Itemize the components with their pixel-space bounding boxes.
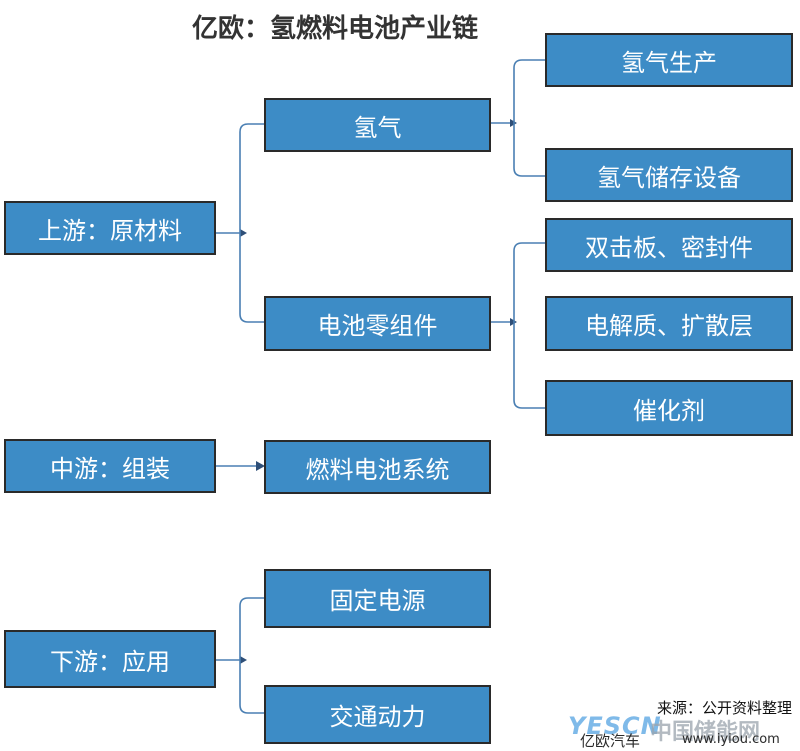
connector-hydrogen-branch xyxy=(513,59,545,177)
arrow-upstream xyxy=(240,229,247,237)
arrow-midstream xyxy=(256,461,265,471)
node-downstream[interactable]: 下游：应用 xyxy=(4,630,216,688)
node-transport-power[interactable]: 交通动力 xyxy=(264,685,491,744)
connector-upstream-branch xyxy=(239,123,264,323)
node-hydrogen-storage[interactable]: 氢气储存设备 xyxy=(545,148,793,202)
diagram-title: 亿欧：氢燃料电池产业链 xyxy=(191,14,478,44)
source-note: 来源：公开资料整理 xyxy=(656,699,792,717)
watermark-brand-sub: 亿欧汽车 xyxy=(580,732,641,750)
watermark-brand-en: YESCN xyxy=(568,712,662,740)
connector-battery-branch xyxy=(513,242,545,409)
watermark-url: www.iyiou.com xyxy=(682,732,780,747)
watermark-brand-cn: 中国储能网 xyxy=(650,720,761,745)
node-hydrogen-production[interactable]: 氢气生产 xyxy=(545,33,793,87)
node-stationary-power[interactable]: 固定电源 xyxy=(264,569,491,628)
node-upstream[interactable]: 上游：原材料 xyxy=(4,201,216,255)
node-catalyst[interactable]: 催化剂 xyxy=(545,380,793,436)
arrow-downstream xyxy=(240,656,247,664)
node-electrolyte-diffusion[interactable]: 电解质、扩散层 xyxy=(545,296,793,351)
node-fuel-cell-system[interactable]: 燃料电池系统 xyxy=(264,440,491,494)
node-midstream[interactable]: 中游：组装 xyxy=(4,439,216,493)
node-battery-components[interactable]: 电池零组件 xyxy=(264,296,491,351)
node-bipolar-plate-seal[interactable]: 双击板、密封件 xyxy=(545,218,793,272)
node-hydrogen[interactable]: 氢气 xyxy=(264,98,491,152)
connector-downstream-branch xyxy=(239,597,264,714)
